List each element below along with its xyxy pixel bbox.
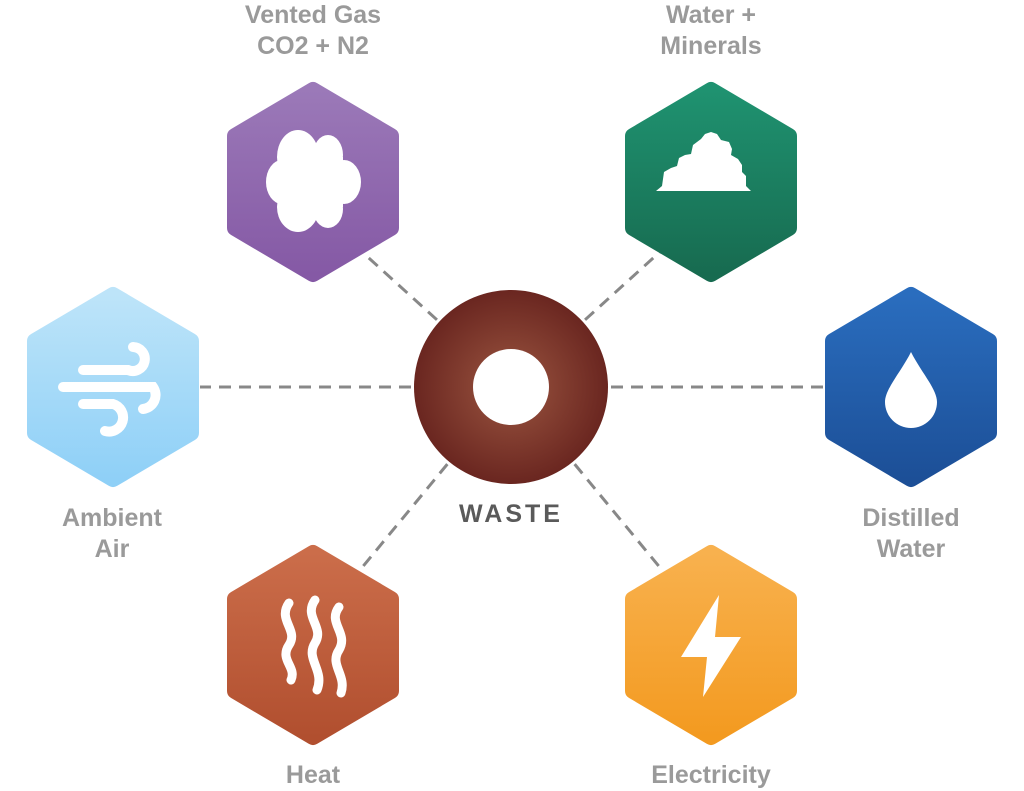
mineral-pile-icon	[656, 132, 751, 191]
label-heat: Heat	[285, 761, 341, 789]
label-waste: WASTE	[459, 500, 563, 528]
node-water-minerals	[633, 90, 789, 274]
node-heat	[235, 553, 391, 737]
connector-line	[358, 248, 513, 389]
waste-donut	[414, 290, 608, 484]
wind-icon	[58, 342, 161, 437]
heat-waves-icon	[280, 595, 347, 698]
label-electricity: Electricity	[651, 761, 771, 789]
node-vented-gas	[235, 90, 391, 274]
node-distilled-water	[833, 295, 989, 479]
node-ambient-air	[35, 295, 191, 479]
cloud-icon	[266, 130, 361, 232]
connector-line	[509, 248, 664, 389]
node-electricity	[633, 553, 789, 737]
label-water-minerals: Water +Minerals	[660, 1, 762, 60]
lightning-bolt-icon	[681, 595, 741, 697]
water-drop-icon	[885, 352, 937, 428]
